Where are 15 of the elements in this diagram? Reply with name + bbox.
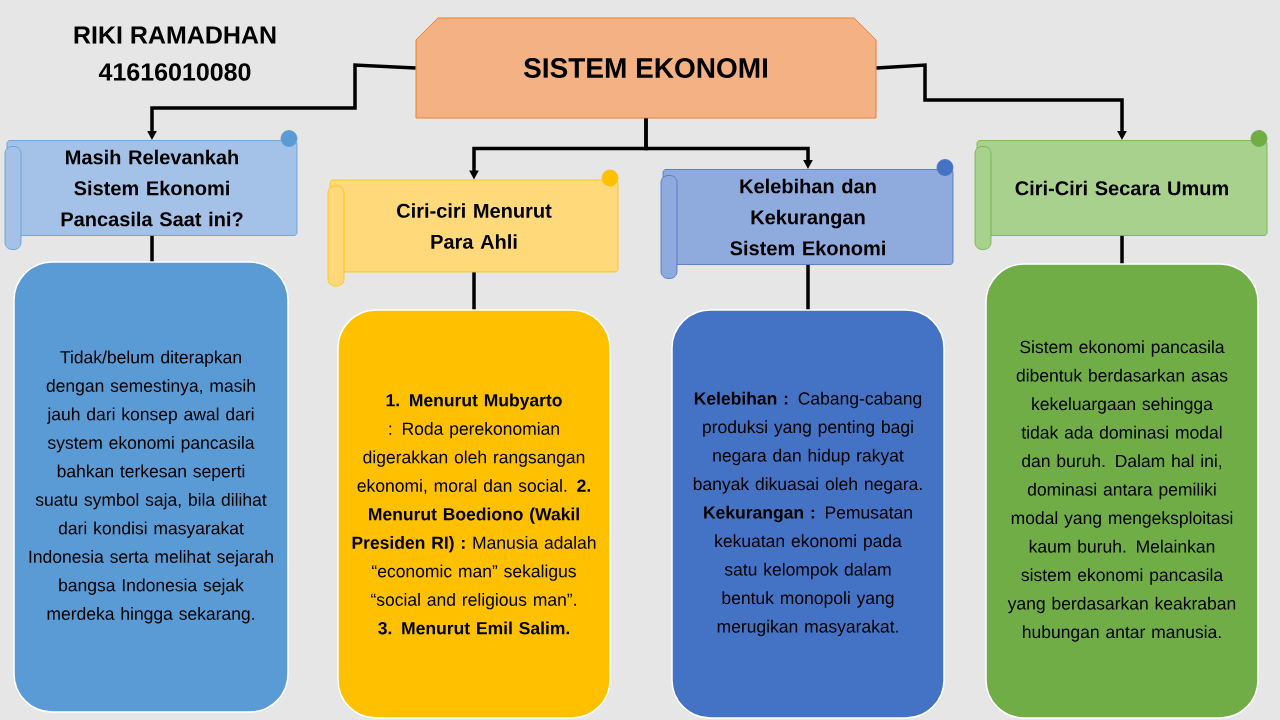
scroll-banner: Masih Relevankah Sistem Ekonomi Pancasila Saat ini? [4,130,298,250]
connector-line [472,272,476,310]
rounded-text-box: Tidak/belum diterapkan dengan semestinya, masih jauh dari konsep awal dari system ekonomi pancasila bahkan terkesan seperti suatu symbol saja, bila dilihat dari kondisi masyarakat Indonesia serta melihat sejarah bangsa Indonesia sejak merdeka hingga sekarang. [13,261,289,713]
connector-line [1120,235,1124,264]
rounded-text-box: Sistem ekonomi pancasila dibentuk berdasarkan asas kekeluargaan sehingga tidak ada dominasi modal dan buruh. Dalam hal ini, dominasi antara pemiliki modal yang mengeksploitasi kaum buruh. Melainkan sistem ekonomi pancasila yang berdasarkan keakraban hubungan antar manusia. [985,263,1259,719]
connector-line [150,235,154,262]
scroll-banner: Ciri-ciri Menurut Para Ahli [327,169,619,287]
scroll-banner: Kelebihan dan Kekurangan Sistem Ekonomi [660,159,954,279]
scroll-banner: Ciri-Ciri Secara Umum [974,130,1268,250]
connector-line [806,264,810,310]
rounded-text-box: Kelebihan : Cabang-cabang produksi yang penting bagi negara dan hidup rakyat banyak dikuasai oleh negara. Kekurangan : Pemusatan kekuatan ekonomi pada satu kelompok dalam bentuk monopoli yang merugikan masyarakat. [671,309,945,719]
author-label: RIKI RAMADHAN [74,26,276,44]
rounded-text-box: 1. Menurut Mubyarto : Roda perekonomian digerakkan oleh rangsangan ekonomi, moral dan social. 2. Menurut Boediono (Wakil Presiden RI) : Manusia adalah “economic man” sekaligus “social and religious man”. 3. Menurut Emil Salim. [337,309,611,719]
author-label: 41616010080 [98,63,251,81]
title-box: SISTEM EKONOMI [415,17,877,119]
